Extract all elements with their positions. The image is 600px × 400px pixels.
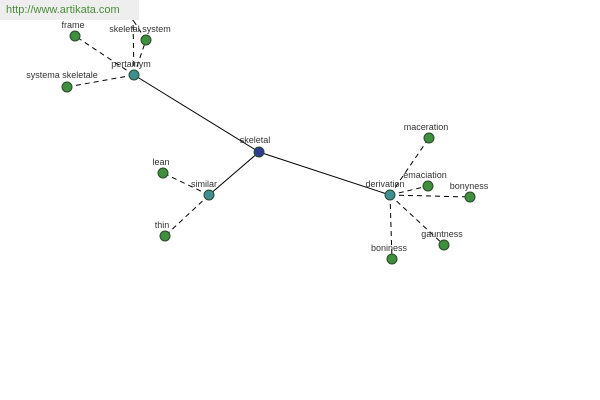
- relation-node-similar[interactable]: [203, 189, 215, 201]
- edge-skeletal-pertainym: [133, 74, 260, 153]
- edge-derivation-gauntness: [389, 194, 445, 246]
- edge-derivation-bonyness: [389, 194, 471, 198]
- label-similar[interactable]: similar: [191, 179, 217, 189]
- label-gauntness[interactable]: gauntness: [421, 229, 463, 239]
- edge-pertainym-frame: [74, 35, 135, 76]
- leaf-node-lean[interactable]: [157, 167, 169, 179]
- edge-skeletal-derivation: [258, 151, 391, 196]
- leaf-node-emaciation[interactable]: [422, 180, 434, 192]
- edge-derivation-maceration: [389, 137, 430, 196]
- leaf-node-boniness[interactable]: [386, 253, 398, 265]
- center-node-skeletal[interactable]: [253, 146, 265, 158]
- relation-node-derivation[interactable]: [384, 189, 396, 201]
- edge-similar-thin: [164, 194, 210, 237]
- label-emaciation[interactable]: emaciation: [403, 170, 447, 180]
- label-lean[interactable]: lean: [152, 157, 169, 167]
- leaf-node-gauntness[interactable]: [438, 239, 450, 251]
- label-maceration[interactable]: maceration: [404, 122, 449, 132]
- site-url-banner[interactable]: http://www.artikata.com: [0, 0, 139, 20]
- label-skeletal[interactable]: skeletal: [240, 135, 271, 145]
- label-pertainym[interactable]: pertainym: [111, 59, 151, 69]
- label-frame[interactable]: frame: [61, 20, 84, 30]
- label-thin[interactable]: thin: [155, 220, 170, 230]
- label-skeletal-system[interactable]: skeletal system: [109, 24, 171, 34]
- relation-node-pertainym[interactable]: [128, 69, 140, 81]
- leaf-node-skeletal-system[interactable]: [140, 34, 152, 46]
- leaf-node-maceration[interactable]: [423, 132, 435, 144]
- graph-nodes: [61, 30, 476, 265]
- edge-stub-pertainym: [132, 19, 135, 76]
- label-boniness[interactable]: boniness: [371, 243, 408, 253]
- label-derivation[interactable]: derivation: [365, 179, 404, 189]
- leaf-node-systema-skeletale[interactable]: [61, 81, 73, 93]
- label-bonyness[interactable]: bonyness: [450, 181, 489, 191]
- edge-derivation-emaciation: [389, 185, 429, 196]
- edge-skeletal-similar: [208, 151, 260, 196]
- leaf-node-thin[interactable]: [159, 230, 171, 242]
- graph-edges: [66, 19, 471, 260]
- leaf-node-bonyness[interactable]: [464, 191, 476, 203]
- leaf-node-frame[interactable]: [69, 30, 81, 42]
- label-systema-skeletale[interactable]: systema skeletale: [26, 70, 98, 80]
- graph-labels: skeletal pertainym frame skeletal system sys…: [26, 20, 489, 253]
- edge-pertainym-skeletal-system: [133, 39, 147, 76]
- edge-derivation-boniness: [389, 194, 393, 260]
- edge-pertainym-systema-skeletale: [66, 74, 135, 88]
